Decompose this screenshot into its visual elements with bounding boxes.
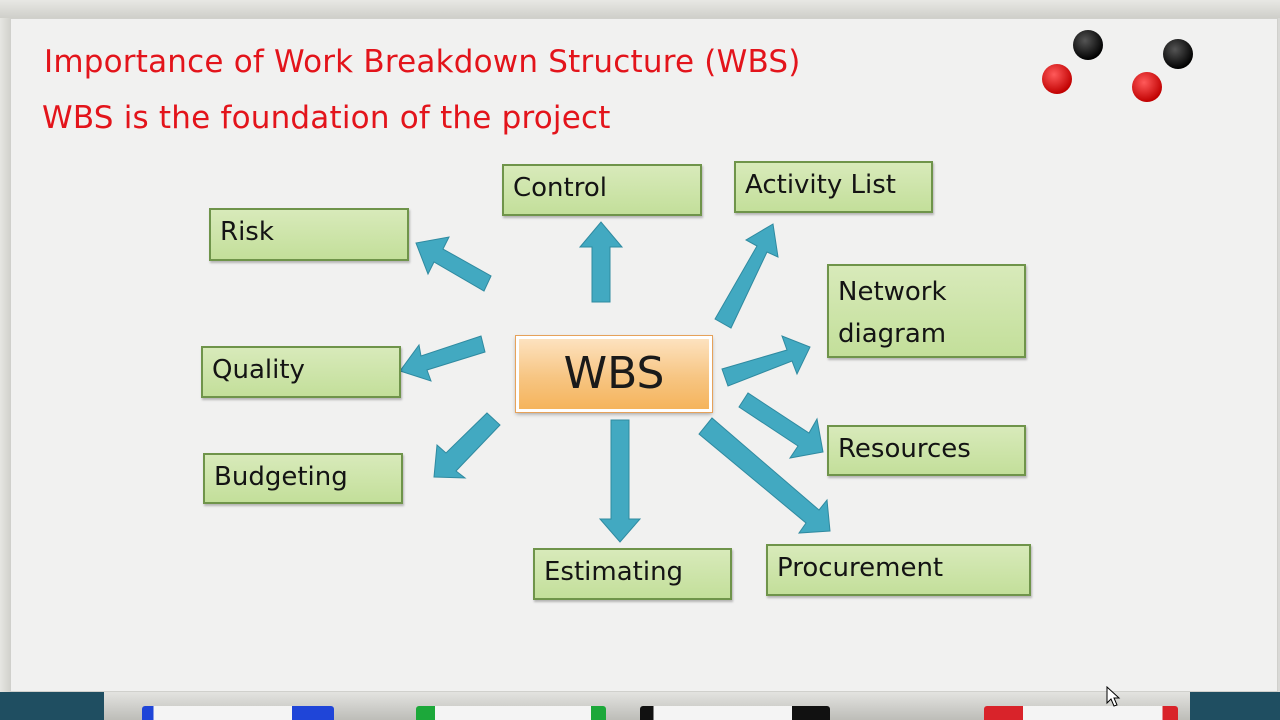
arrow-to-control (580, 222, 622, 302)
node-budgeting: Budgeting (203, 453, 403, 504)
wbs-center-node: WBS (516, 336, 712, 412)
arrow-to-risk (416, 237, 491, 291)
black-marker (640, 706, 830, 720)
green-marker (416, 706, 606, 720)
arrow-to-network-diagram (722, 336, 810, 386)
node-quality: Quality (201, 346, 401, 398)
arrow-to-estimating (600, 420, 640, 542)
blue-marker (142, 706, 334, 720)
node-control: Control (502, 164, 702, 216)
node-network-diagram: Network diagram (827, 264, 1026, 358)
arrow-to-budgeting (434, 413, 500, 478)
arrow-to-quality (400, 336, 485, 381)
node-resources: Resources (827, 425, 1026, 476)
node-procurement: Procurement (766, 544, 1031, 596)
node-risk: Risk (209, 208, 409, 261)
node-activity-list: Activity List (734, 161, 933, 213)
arrow-to-activity-list (715, 224, 778, 328)
red-marker (984, 706, 1178, 720)
mouse-pointer-icon (1106, 686, 1122, 710)
arrow-to-resources (739, 393, 823, 458)
node-estimating: Estimating (533, 548, 732, 600)
